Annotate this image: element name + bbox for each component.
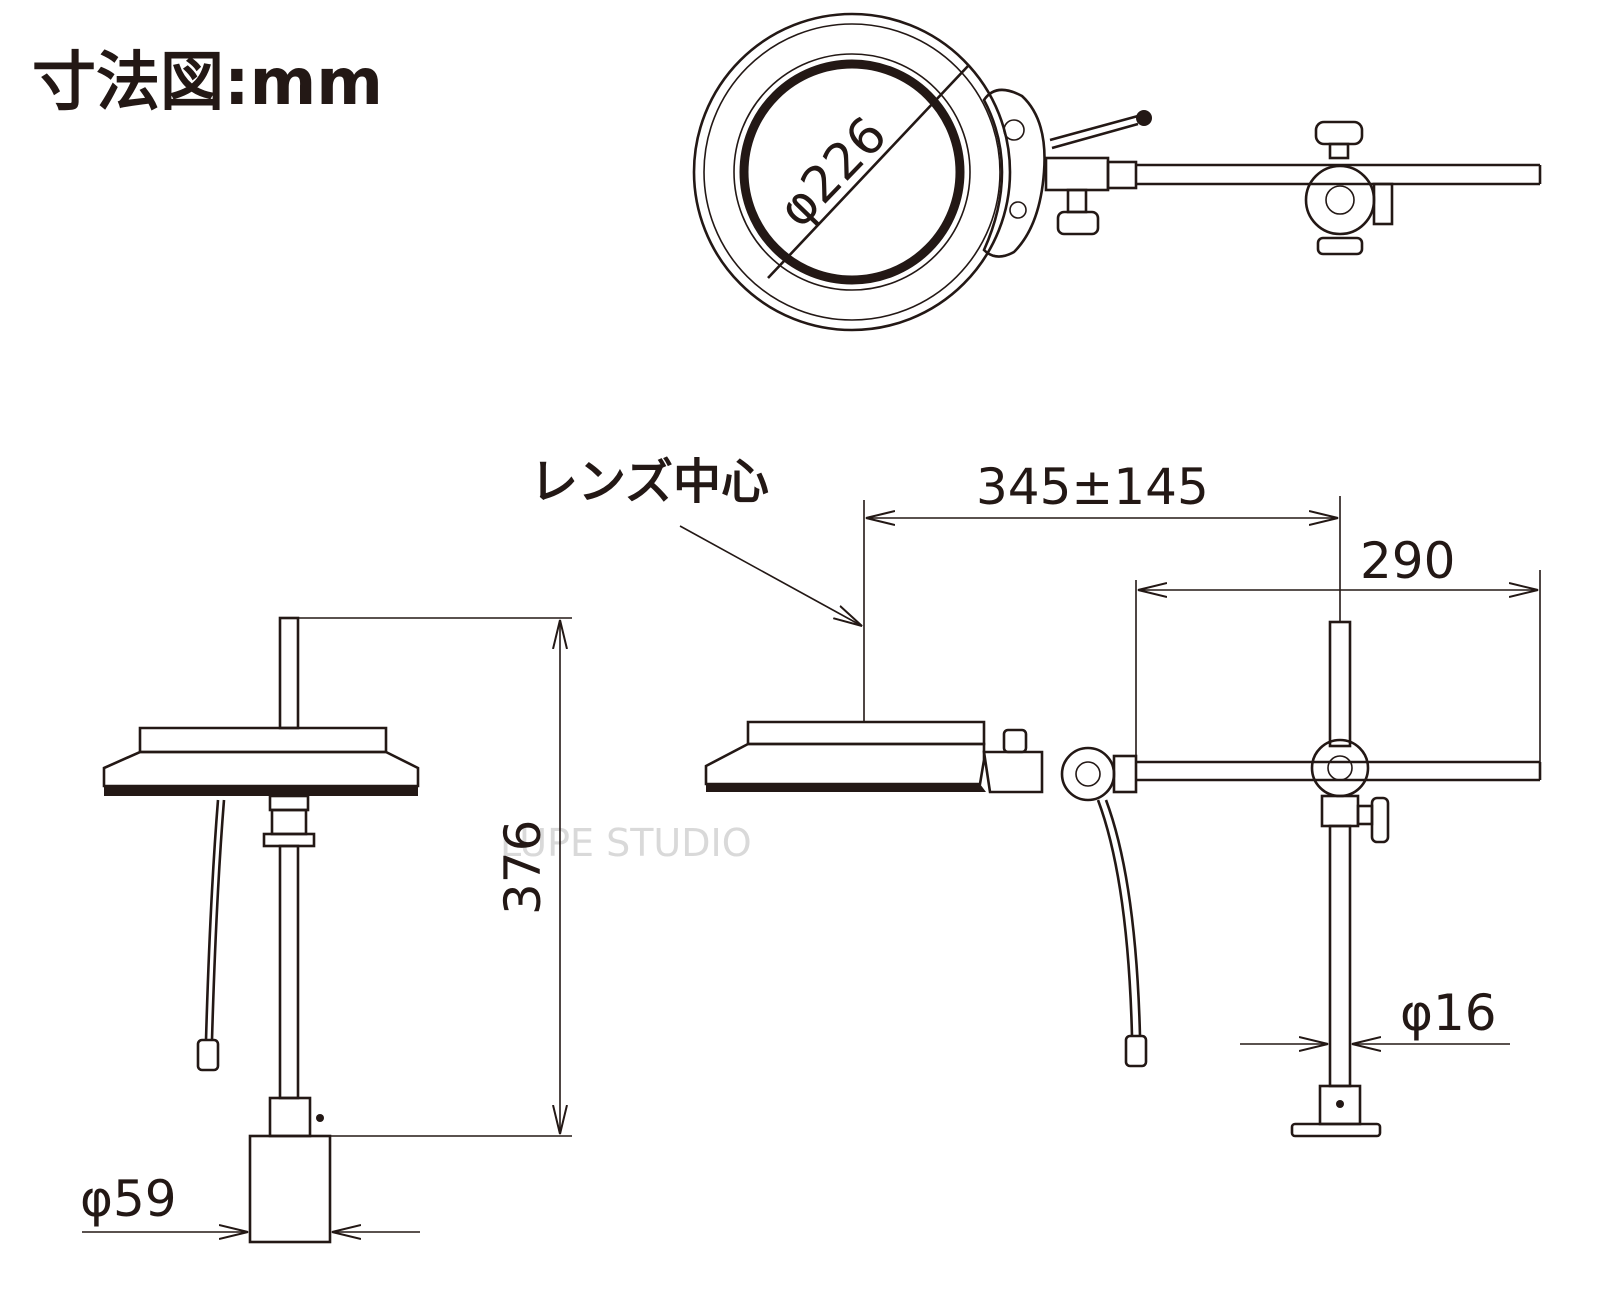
front-view: 376 φ59 <box>80 616 572 1244</box>
lens-mid-ring <box>703 23 1001 321</box>
side-view: レンズ中心 <box>530 454 1542 1138</box>
lens-center-leader <box>679 525 862 626</box>
arm-reach-label: 345±145 <box>976 458 1209 516</box>
lens-glass-edge <box>739 59 965 285</box>
drawing-title: 寸法図:mm <box>32 46 383 120</box>
lens-outer-ring <box>692 12 1012 332</box>
lens-diameter-label: φ226 <box>767 106 898 239</box>
watermark: LUPE STUDIO <box>500 821 752 865</box>
height-label: 376 <box>494 820 552 915</box>
lens-inner-ring <box>733 53 971 291</box>
hinge-housing <box>982 88 1046 258</box>
lens-center-label: レンズ中心 <box>530 454 769 510</box>
lens-diameter-line <box>767 65 969 279</box>
top-view: φ226 <box>692 12 1542 332</box>
pole-offset-label: 290 <box>1360 532 1455 590</box>
pole-diameter-label: φ16 <box>1400 984 1497 1042</box>
base-diameter-label: φ59 <box>80 1170 177 1228</box>
